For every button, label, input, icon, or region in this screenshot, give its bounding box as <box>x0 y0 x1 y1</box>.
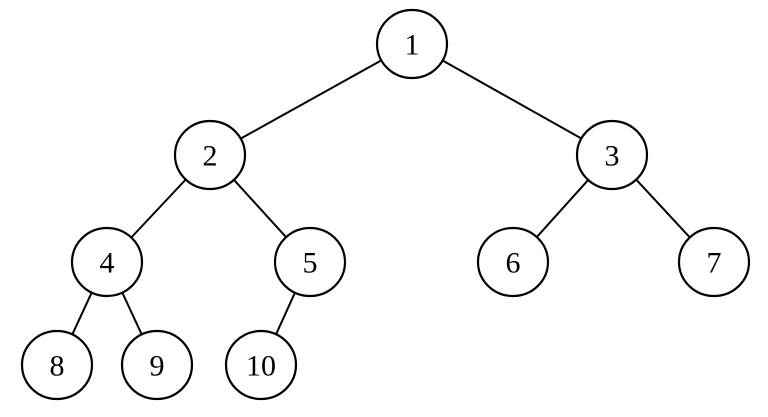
node-label: 4 <box>100 247 115 280</box>
node-label: 5 <box>303 247 318 280</box>
node-label: 3 <box>605 140 620 173</box>
node-circle <box>273 226 347 298</box>
tree-edge <box>635 178 691 239</box>
tree-edge <box>71 291 93 336</box>
node-label: 8 <box>50 350 65 383</box>
edge-layer <box>71 59 691 336</box>
node-circle <box>575 119 649 191</box>
node-circle <box>677 226 751 298</box>
tree-edge <box>275 291 296 336</box>
node-label: 2 <box>203 140 218 173</box>
tree-node[interactable]: 5 <box>273 226 347 298</box>
node-circle <box>20 329 94 401</box>
tree-edge <box>535 178 590 239</box>
node-label: 10 <box>246 350 276 383</box>
tree-node[interactable]: 6 <box>476 226 550 298</box>
tree-node[interactable]: 9 <box>120 329 194 401</box>
node-circle <box>120 329 194 401</box>
tree-node[interactable]: 10 <box>224 329 298 401</box>
tree-node[interactable]: 2 <box>173 119 247 191</box>
node-circle <box>476 226 550 298</box>
node-circle <box>70 226 144 298</box>
tree-edge <box>121 291 143 336</box>
node-label: 6 <box>506 247 521 280</box>
tree-node[interactable]: 8 <box>20 329 94 401</box>
node-circle <box>375 8 449 80</box>
node-label: 9 <box>150 350 165 383</box>
node-circle <box>173 119 247 191</box>
tree-edge <box>239 59 383 140</box>
tree-edge <box>232 178 288 239</box>
tree-node[interactable]: 3 <box>575 119 649 191</box>
node-circle <box>224 329 298 401</box>
tree-edge <box>441 59 583 140</box>
tree-node[interactable]: 4 <box>70 226 144 298</box>
tree-edge <box>130 178 187 239</box>
tree-node[interactable]: 1 <box>375 8 449 80</box>
node-layer: 1 2 3 4 5 6 7 8 9 10 <box>20 8 751 401</box>
tree-node[interactable]: 7 <box>677 226 751 298</box>
node-label: 1 <box>405 29 420 62</box>
node-label: 7 <box>707 247 722 280</box>
